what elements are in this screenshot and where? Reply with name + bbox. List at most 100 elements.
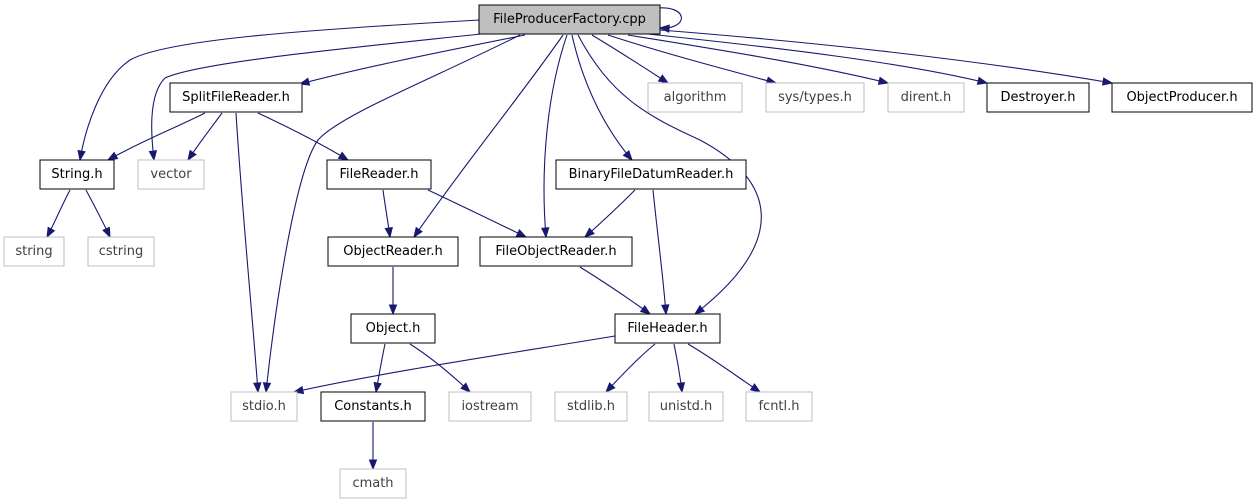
arrowhead xyxy=(877,76,890,85)
node-destroyer-h[interactable]: Destroyer.h xyxy=(986,82,1090,113)
node-fileobjectreader-h[interactable]: FileObjectReader.h xyxy=(479,236,633,267)
node-splitfilereader-h[interactable]: SplitFileReader.h xyxy=(169,82,303,113)
arrowhead xyxy=(337,151,350,161)
edge-splitfilereader-h-to-filereader-h xyxy=(257,112,350,161)
node-label: algorithm xyxy=(664,90,727,105)
node-label: String.h xyxy=(51,167,102,182)
node-label: Object.h xyxy=(366,321,421,336)
edge-fileheader-h-to-unistd-h xyxy=(673,343,686,394)
node-fileheader-h[interactable]: FileHeader.h xyxy=(614,313,721,344)
node-label: fcntl.h xyxy=(758,399,799,414)
arrowhead xyxy=(540,227,550,239)
arrowhead xyxy=(661,304,670,316)
edge-fileproducerfactory-cpp-to-splitfilereader-h xyxy=(298,34,526,86)
arrowhead xyxy=(622,150,633,162)
edge-fileproducerfactory-cpp-to-objectreader-h xyxy=(413,34,564,239)
edge-objectreader-h-to-object-h xyxy=(388,267,398,316)
edge-fileproducerfactory-cpp-to-stdio-h xyxy=(262,34,521,394)
node-fileproducerfactory-cpp[interactable]: FileProducerFactory.cpp xyxy=(478,4,661,35)
node-constants-h[interactable]: Constants.h xyxy=(320,391,426,422)
node-string-h[interactable]: String.h xyxy=(39,159,115,190)
edge-fileproducerfactory-cpp-to-fileobjectreader-h xyxy=(540,34,568,239)
edge-binaryfiledatumreader-h-to-fileheader-h xyxy=(652,189,670,316)
arrowhead xyxy=(384,227,393,239)
edge-string-h-to-cstring xyxy=(85,189,111,239)
edge-fileproducerfactory-cpp-to-objectproducer-h xyxy=(659,29,1114,86)
edge-splitfilereader-h-to-string-h xyxy=(106,112,206,161)
node-label: unistd.h xyxy=(660,399,713,414)
node-label: FileHeader.h xyxy=(627,321,707,336)
edge-fileproducerfactory-cpp-to-string-h xyxy=(77,19,481,162)
node-label: FileProducerFactory.cpp xyxy=(493,12,646,27)
edge-fileheader-h-to-stdlib-h xyxy=(605,343,656,394)
node-label: Destroyer.h xyxy=(1000,90,1075,105)
arrowhead xyxy=(693,304,706,315)
arrowhead xyxy=(102,226,111,239)
node-binaryfiledatumreader-h[interactable]: BinaryFileDatumReader.h xyxy=(555,159,747,190)
edge-string-h-to-string xyxy=(46,189,71,239)
node-label: SplitFileReader.h xyxy=(182,90,290,105)
edge-object-h-to-constants-h xyxy=(373,343,386,394)
edge-fileproducerfactory-cpp-to-algorithm xyxy=(591,34,670,84)
node-label: iostream xyxy=(461,399,518,414)
edge-constants-h-to-cmath xyxy=(368,422,378,471)
edge-fileheader-h-to-stdio-h xyxy=(292,335,616,395)
edges-layer xyxy=(46,7,1114,471)
arrowhead xyxy=(253,382,262,394)
arrowhead xyxy=(515,229,528,238)
node-cmath[interactable]: cmath xyxy=(339,468,407,499)
node-unistd-h[interactable]: unistd.h xyxy=(648,391,724,422)
node-dirent-h[interactable]: dirent.h xyxy=(887,82,965,113)
edge-filereader-h-to-objectreader-h xyxy=(382,189,393,239)
arrowhead xyxy=(373,381,382,394)
node-objectreader-h[interactable]: ObjectReader.h xyxy=(327,236,459,267)
node-vector[interactable]: vector xyxy=(137,159,205,190)
node-label: BinaryFileDatumReader.h xyxy=(569,167,734,182)
node-label: cstring xyxy=(99,244,143,259)
arrowhead xyxy=(639,304,652,315)
node-label: sys/types.h xyxy=(778,90,852,105)
node-filereader-h[interactable]: FileReader.h xyxy=(326,159,432,190)
arrowhead xyxy=(368,459,378,471)
edge-object-h-to-iostream xyxy=(409,343,472,393)
edge-fileproducerfactory-cpp-to-sys-types-h xyxy=(607,34,778,85)
arrowhead xyxy=(976,76,989,85)
node-label: dirent.h xyxy=(901,90,952,105)
arrowhead xyxy=(460,382,472,393)
arrowhead xyxy=(413,226,423,239)
node-object-h[interactable]: Object.h xyxy=(350,313,436,344)
nodes-layer: FileProducerFactory.cpp SplitFileReader.… xyxy=(3,4,1253,499)
node-cstring[interactable]: cstring xyxy=(87,236,155,267)
node-iostream[interactable]: iostream xyxy=(448,391,532,422)
node-stdio-h[interactable]: stdio.h xyxy=(230,391,298,422)
node-label: stdlib.h xyxy=(567,399,615,414)
node-label: Constants.h xyxy=(334,399,412,414)
arrowhead xyxy=(676,382,686,394)
arrowhead xyxy=(1101,77,1114,86)
arrowhead xyxy=(187,149,197,162)
edge-binaryfiledatumreader-h-to-fileobjectreader-h xyxy=(583,189,636,238)
edge-fileproducerfactory-cpp-to-fileheader-h xyxy=(577,34,762,315)
arrowhead xyxy=(749,383,762,393)
node-objectproducer-h[interactable]: ObjectProducer.h xyxy=(1111,82,1253,113)
node-label: cmath xyxy=(352,476,393,491)
arrowhead xyxy=(46,226,56,239)
arrowhead xyxy=(605,382,616,394)
node-fcntl-h[interactable]: fcntl.h xyxy=(745,391,813,422)
edge-filereader-h-to-fileobjectreader-h xyxy=(427,189,528,238)
node-label: ObjectProducer.h xyxy=(1126,90,1237,105)
edge-fileproducerfactory-cpp-to-destroyer-h xyxy=(647,33,989,85)
edge-fileheader-h-to-fcntl-h xyxy=(687,343,762,393)
edge-fileproducerfactory-cpp-to-binaryfiledatumreader-h xyxy=(571,34,633,162)
node-string[interactable]: string xyxy=(3,236,65,267)
arrowhead xyxy=(388,304,398,316)
arrowhead xyxy=(106,151,119,161)
edge-splitfilereader-h-to-stdio-h xyxy=(235,112,262,394)
node-label: vector xyxy=(150,167,192,182)
edge-fileproducerfactory-cpp-to-dirent-h xyxy=(627,34,890,85)
arrowhead xyxy=(148,150,158,162)
node-sys-types-h[interactable]: sys/types.h xyxy=(765,82,865,113)
node-algorithm[interactable]: algorithm xyxy=(647,82,743,113)
node-stdlib-h[interactable]: stdlib.h xyxy=(554,391,628,422)
